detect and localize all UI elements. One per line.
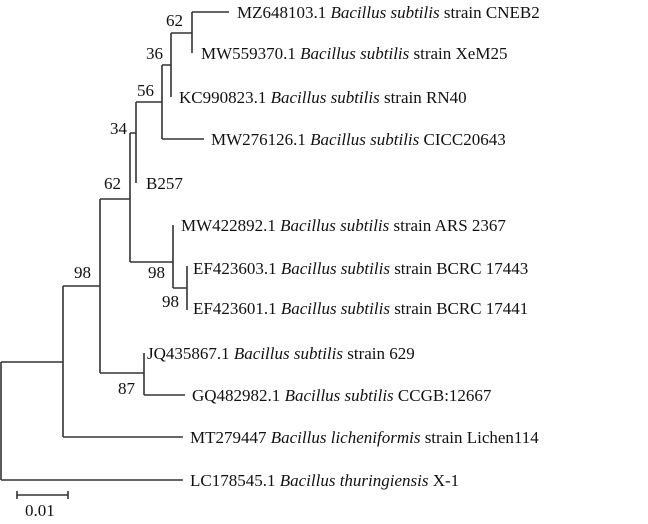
taxon-label: MW276126.1 Bacillus subtilis CICC20643 (211, 130, 506, 149)
taxon-label: MZ648103.1 Bacillus subtilis strain CNEB… (237, 3, 540, 22)
tree-branches (0, 11, 229, 481)
bootstrap-value: 98 (162, 292, 179, 311)
taxon-label: KC990823.1 Bacillus subtilis strain RN40 (179, 88, 467, 107)
taxon-label: EF423603.1 Bacillus subtilis strain BCRC… (193, 259, 528, 278)
bootstrap-value: 62 (104, 174, 121, 193)
taxon-label: B257 (146, 174, 183, 193)
scale-bar-label: 0.01 (25, 501, 55, 520)
taxon-label: MW559370.1 Bacillus subtilis strain XeM2… (201, 44, 507, 63)
taxon-label: LC178545.1 Bacillus thuringiensis X-1 (190, 471, 459, 490)
bootstrap-value: 36 (146, 44, 163, 63)
bootstrap-value: 98 (74, 263, 91, 282)
taxon-labels: MZ648103.1 Bacillus subtilis strain CNEB… (146, 3, 540, 490)
bootstrap-value: 56 (137, 81, 154, 100)
bootstrap-values: 62 36 56 34 62 98 98 98 87 (74, 11, 183, 398)
bootstrap-value: 98 (148, 263, 165, 282)
bootstrap-value: 34 (110, 119, 128, 138)
scale-bar-line (16, 491, 69, 499)
taxon-label: MT279447 Bacillus licheniformis strain L… (190, 428, 539, 447)
bootstrap-value: 62 (166, 11, 183, 30)
taxon-label: JQ435867.1 Bacillus subtilis strain 629 (147, 344, 415, 363)
taxon-label: GQ482982.1 Bacillus subtilis CCGB:12667 (192, 386, 492, 405)
bootstrap-value: 87 (118, 379, 136, 398)
scale-bar: 0.01 (16, 491, 69, 520)
taxon-label: MW422892.1 Bacillus subtilis strain ARS … (181, 216, 506, 235)
taxon-label: EF423601.1 Bacillus subtilis strain BCRC… (193, 299, 528, 318)
